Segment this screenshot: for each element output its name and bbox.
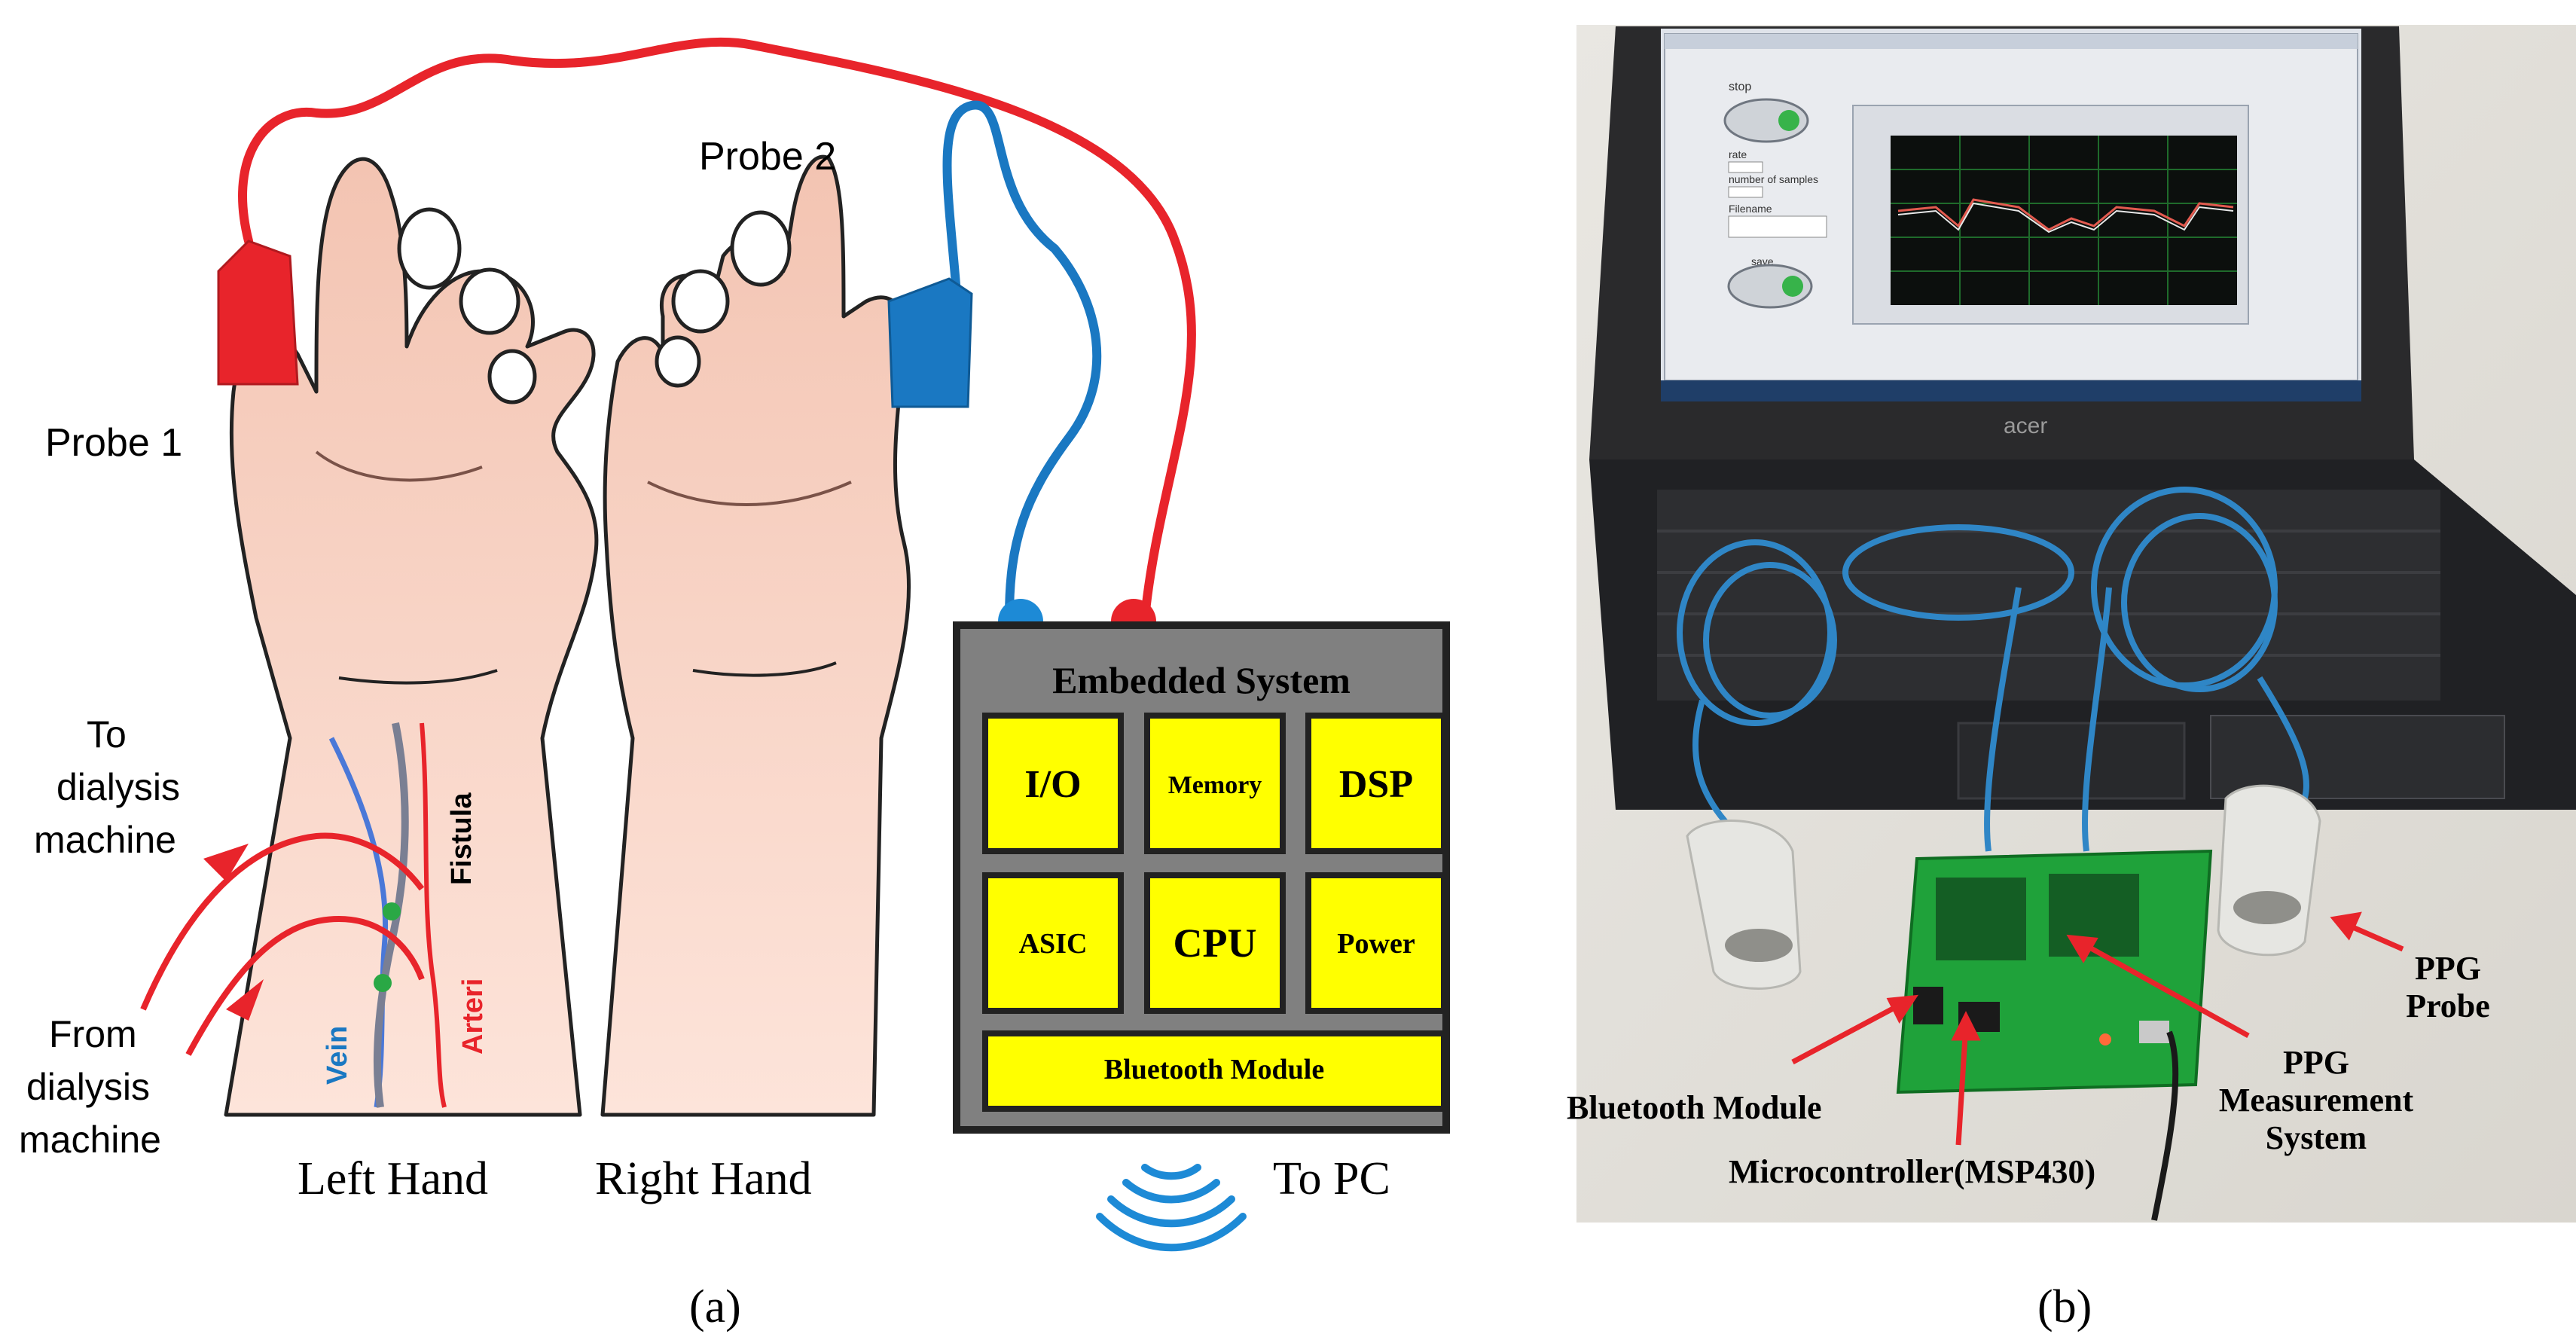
save-button xyxy=(1727,264,1813,309)
ppg-waveform-white xyxy=(1897,202,2234,234)
module-asic: ASIC xyxy=(1019,928,1088,960)
right-thumb-nail xyxy=(730,210,792,287)
save-indicator xyxy=(1782,276,1803,297)
to-pc-label: To PC xyxy=(1273,1153,1390,1204)
left-hand xyxy=(224,157,599,1117)
screen-rate-label: rate xyxy=(1729,148,1747,160)
ppg-probe-left-opening xyxy=(1725,929,1793,962)
right-finger-nail-1 xyxy=(671,269,730,334)
right-palm-crease xyxy=(647,481,852,506)
module-memory-box xyxy=(1144,713,1286,854)
panel-a: Probe 1 Probe 2 To dialysis machine From… xyxy=(19,37,1450,1332)
pcb-led xyxy=(2099,1033,2111,1045)
embedded-system-title: Embedded System xyxy=(1052,659,1351,701)
right-wrist-crease xyxy=(692,661,837,677)
stop-indicator xyxy=(1778,110,1799,131)
needle-1 xyxy=(383,902,401,920)
left-wrist-crease xyxy=(338,669,498,685)
pcb-usb xyxy=(2139,1021,2169,1043)
labview-titlebar xyxy=(1665,34,2358,49)
right-hand xyxy=(600,154,911,1117)
keyboard xyxy=(1657,490,2440,701)
to-dialysis-line-1: To xyxy=(87,713,127,755)
probe2-cable xyxy=(942,100,1102,622)
probe1-cable xyxy=(238,37,1196,622)
left-hand-label: Left Hand xyxy=(298,1153,488,1204)
needle-2 xyxy=(374,974,392,992)
from-dialysis-line-2: dialysis xyxy=(26,1066,150,1108)
graph-grid xyxy=(1891,136,2237,305)
samples-field xyxy=(1728,186,1763,198)
module-power: Power xyxy=(1337,928,1415,960)
caption-a: (a) xyxy=(689,1281,741,1332)
screen-samples-label: number of samples xyxy=(1729,173,1818,185)
module-cpu-box xyxy=(1144,872,1286,1014)
usb-cable xyxy=(2151,1030,2179,1221)
module-cpu: CPU xyxy=(1174,920,1257,966)
label-microcontroller: Microcontroller(MSP430) xyxy=(1729,1153,2095,1190)
from-dialysis-line-1: From xyxy=(49,1013,137,1055)
sticker-panel xyxy=(2210,715,2505,799)
probe2-clip xyxy=(887,277,973,408)
probe1-label: Probe 1 xyxy=(45,421,182,465)
left-thumb-nail xyxy=(397,207,462,290)
arrow-from-dialysis xyxy=(226,979,264,1021)
left-finger-nail-1 xyxy=(459,267,520,335)
label-ppg-probe-line-2: Probe xyxy=(2406,987,2490,1024)
stop-button xyxy=(1723,98,1809,143)
panel-b: stop rate number of samples Filename sav… xyxy=(1567,25,2576,1332)
probe2-label: Probe 2 xyxy=(699,135,836,179)
graph-plot-area xyxy=(1891,136,2237,305)
vein-label: Vein xyxy=(322,1026,353,1085)
label-bluetooth-module: Bluetooth Module xyxy=(1567,1089,1822,1126)
label-ppg-probe-line-1: PPG xyxy=(2415,950,2481,987)
dialysis-tube-from xyxy=(185,915,425,1056)
screen-stop-label: stop xyxy=(1729,81,1751,93)
dialysis-tube-to xyxy=(140,832,425,1011)
to-dialysis-line-2: dialysis xyxy=(56,766,180,808)
keyboard-rows xyxy=(1657,530,2440,657)
arteri-label: Arteri xyxy=(457,978,489,1055)
caption-b: (b) xyxy=(2037,1281,2092,1332)
annotation-arrows xyxy=(1791,911,2404,1146)
module-asic-box xyxy=(982,872,1124,1014)
module-io-box xyxy=(982,713,1124,854)
laptop-brand: acer xyxy=(2004,414,2047,438)
label-ppg-measurement-line-3: System xyxy=(2266,1119,2367,1156)
arteri-line xyxy=(420,722,447,1108)
bluetooth-module: Bluetooth Module xyxy=(1104,1054,1324,1085)
embedded-system: Embedded System I/O Memory DSP ASIC CPU … xyxy=(953,599,1450,1134)
right-finger-nail-2 xyxy=(655,335,701,388)
wireless-signal-icon xyxy=(1096,1164,1247,1252)
ppg-waveform-red xyxy=(1897,198,2234,231)
bluetooth-module-box xyxy=(982,1030,1447,1112)
ppg-probe-right xyxy=(2217,784,2321,957)
from-dialysis-line-3: machine xyxy=(19,1119,161,1161)
right-hand-label: Right Hand xyxy=(595,1153,812,1204)
rate-field xyxy=(1728,161,1763,173)
module-memory: Memory xyxy=(1168,771,1262,799)
blue-cables xyxy=(1677,487,2309,852)
fistula-label: Fistula xyxy=(446,792,478,885)
left-palm-crease xyxy=(315,450,483,482)
filename-field xyxy=(1728,215,1827,238)
right-hand-shape xyxy=(600,154,911,1117)
probe1-clip xyxy=(217,240,299,386)
module-dsp-box xyxy=(1305,713,1447,854)
to-dialysis-line-3: machine xyxy=(34,819,176,861)
taskbar xyxy=(1661,380,2361,401)
arrow-to-dialysis xyxy=(203,844,249,881)
left-finger-nail-2 xyxy=(487,349,537,404)
screen-filename-label: Filename xyxy=(1729,203,1772,215)
label-ppg-measurement-line-1: PPG xyxy=(2283,1044,2349,1081)
ppg-probe-right-opening xyxy=(2233,891,2301,924)
module-io: I/O xyxy=(1024,763,1081,806)
label-ppg-measurement-line-2: Measurement xyxy=(2219,1082,2414,1119)
module-dsp: DSP xyxy=(1339,763,1413,806)
module-power-box xyxy=(1305,872,1447,1014)
pcb-chip-bluetooth xyxy=(1913,987,1943,1024)
pcb-module-1 xyxy=(1936,878,2026,960)
